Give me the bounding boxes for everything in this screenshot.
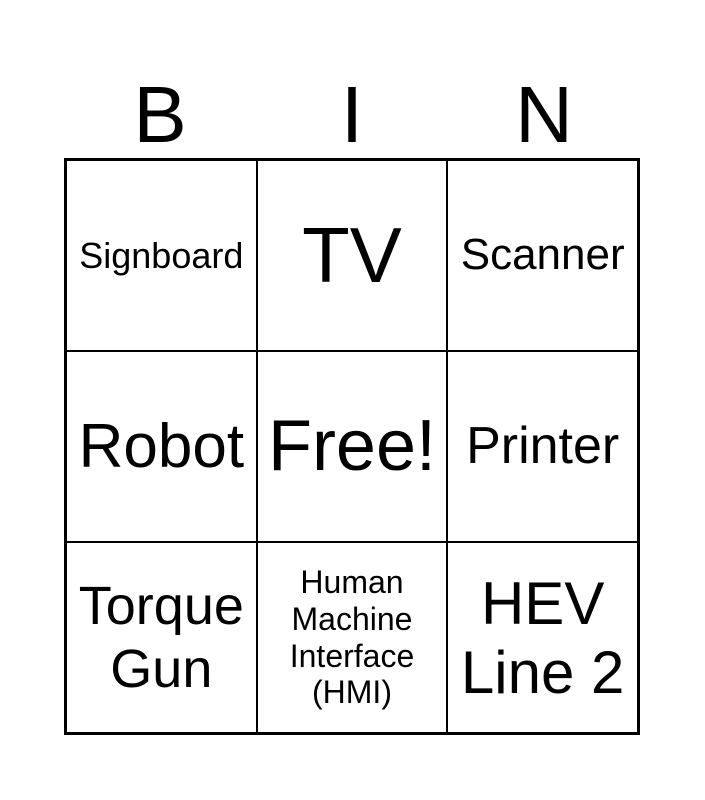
header-letter-i: I <box>340 70 364 159</box>
bingo-cell[interactable]: Human Machine Interface (HMI) <box>256 542 448 733</box>
bingo-cell-text: Torque Gun <box>78 576 244 699</box>
bingo-cell[interactable]: Scanner <box>447 160 638 351</box>
bingo-cell-text: Scanner <box>460 230 625 280</box>
bingo-cell[interactable]: Printer <box>447 351 638 542</box>
bingo-cell[interactable]: Robot <box>66 351 257 542</box>
bingo-cell[interactable]: TV <box>256 160 448 351</box>
header-letter-n: N <box>515 70 573 159</box>
bingo-cell-text: HEV Line 2 <box>460 569 625 706</box>
bingo-cell-text: Robot <box>78 411 245 481</box>
header-letter-b: B <box>133 70 187 159</box>
bingo-cell[interactable]: Free! <box>256 351 448 542</box>
bingo-cell-text: Signboard <box>79 234 244 276</box>
bingo-cell-text: Human Machine Interface (HMI) <box>289 563 415 711</box>
bingo-cell[interactable]: HEV Line 2 <box>447 542 638 733</box>
bingo-cell-text: Free! <box>267 406 437 487</box>
bingo-cell-text: Printer <box>466 416 620 475</box>
bingo-cell[interactable]: Torque Gun <box>66 542 257 733</box>
bingo-cell[interactable]: Signboard <box>66 160 257 351</box>
bingo-cell-text: TV <box>302 210 402 299</box>
